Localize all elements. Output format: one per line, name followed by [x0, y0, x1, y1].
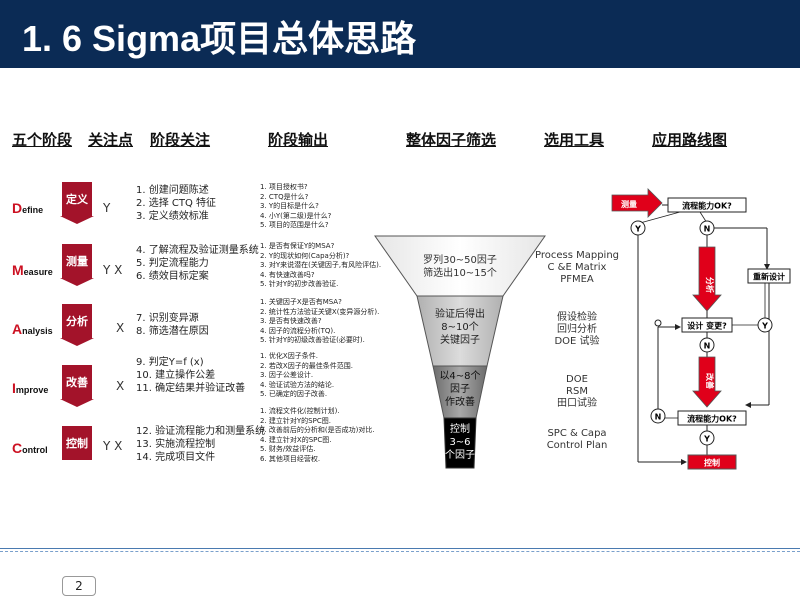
phase-name: Analysis: [12, 321, 53, 337]
analysis-label: 分析: [705, 277, 715, 293]
header-roadmap: 应用路线图: [652, 131, 728, 149]
phase-arrow: [60, 338, 94, 346]
phase-focus-list: 4. 了解流程及验证测量系统 5. 判定流程能力 6. 绩效目标定案: [136, 245, 259, 282]
yes-label-1: Y: [634, 225, 641, 234]
footer-line: [0, 548, 800, 549]
improve-label: 改善: [705, 373, 715, 389]
phase-arrow: [60, 278, 94, 286]
measure-label: 测量: [621, 199, 637, 209]
phase-box-define: 定义: [62, 182, 92, 216]
phase-name: Measure: [12, 262, 53, 278]
header-phase-focus: 阶段关注: [150, 131, 211, 149]
page-title: 1. 6 Sigma项目总体思路: [22, 18, 417, 59]
funnel-level-4: [443, 417, 477, 469]
phase-box-control: 控制: [62, 426, 92, 460]
phase-arrow: [60, 216, 94, 224]
footer-line-dashed: [0, 551, 800, 552]
yes-label-3: Y: [703, 435, 710, 444]
no-label-2: N: [704, 342, 711, 351]
page-number: 2: [62, 576, 96, 596]
phase-box-analysis: 分析: [62, 304, 92, 338]
loop-junction: [654, 319, 662, 327]
phase-focus-list: 12. 验证流程能力和测量系统 13. 实施流程控制 14. 完成项目文件: [136, 426, 266, 463]
phase-focus-list: 1. 创建问题陈述 2. 选择 CTQ 特征 3. 定义绩效标准: [136, 185, 217, 222]
tools-improve: DOE RSM 田口试验: [557, 374, 597, 409]
control-label: 控制: [704, 458, 720, 468]
tools-control: SPC & Capa Control Plan: [546, 428, 608, 451]
phase-name: Control: [12, 440, 48, 456]
factor-funnel: [374, 235, 546, 469]
phase-box-improve: 改善: [62, 365, 92, 399]
tools-measure: Process Mapping C &E Matrix PFMEA: [534, 250, 620, 285]
phase-name: Improve: [12, 380, 49, 396]
yes-label-2: Y: [761, 322, 768, 331]
focus-label: X: [116, 379, 125, 393]
header-factor-screening: 整体因子筛选: [406, 131, 497, 149]
header-five-phases: 五个阶段: [12, 131, 73, 149]
capability-ok-label-2: 流程能力OK?: [687, 414, 737, 424]
phase-output-list: 1. 项目授权书? 2. CTQ是什么? 3. Y的目标是什么? 4. 小Y(第…: [260, 183, 332, 230]
tools-analysis: 假设检验 回归分析 DOE 试验: [554, 312, 600, 347]
roadmap-flowchart: 测量 流程能力OK? Y N 分析 重新设计 设计 变更? Y N 改善 流程能…: [611, 188, 791, 470]
header-tools: 选用工具: [544, 131, 605, 149]
header-focus: 关注点: [88, 131, 134, 149]
redesign-label: 重新设计: [753, 272, 785, 282]
phase-output-list: 1. 是否有保证Y的MSA? 2. Y的现状如何(Capa分析)? 3. 对Y来…: [260, 242, 382, 289]
measure-arrow: [611, 188, 663, 218]
phase-output-list: 1. 关键因子X是否有MSA? 2. 统计性方法验证关键X(变异源分析). 3.…: [260, 298, 380, 345]
funnel-text-4: 控制 3~6 个因子: [445, 424, 475, 461]
focus-label: Y: [103, 201, 111, 215]
focus-label: Y X: [103, 263, 123, 277]
phase-output-list: 1. 优化X因子条件. 2. 若改X因子的最佳条件范围. 3. 因子公差设计. …: [260, 352, 353, 399]
phase-focus-list: 7. 识别变异源 8. 筛选潜在原因: [136, 313, 209, 337]
focus-label: X: [116, 321, 125, 335]
phase-arrow: [60, 399, 94, 407]
no-label-1: N: [704, 225, 711, 234]
funnel-text-2: 验证后得出 8~10个 关键因子: [435, 309, 485, 346]
focus-label: Y X: [103, 439, 123, 453]
funnel-text-3: 以4~8个 因子 作改善: [439, 371, 481, 408]
funnel-text-1: 罗列30~50因子 筛选出10~15个: [423, 255, 497, 279]
capability-ok-label-1: 流程能力OK?: [682, 201, 732, 211]
header-phase-output: 阶段输出: [268, 131, 329, 149]
phase-name: Define: [12, 200, 44, 216]
design-change-label: 设计 变更?: [687, 321, 727, 331]
improve-arrow: [692, 356, 722, 408]
analysis-arrow: [692, 246, 722, 312]
control-box: [687, 454, 737, 470]
no-label-3: N: [655, 413, 662, 422]
phase-output-list: 1. 流程文件化(控制计划). 2. 建立针对Y的SPC图. 3. 改善前后的分…: [260, 407, 375, 463]
phase-box-measure: 测量: [62, 244, 92, 278]
title-bar: [0, 0, 800, 68]
phase-focus-list: 9. 判定Y=f (x) 10. 建立操作公差 11. 确定结果并验证改善: [136, 357, 246, 394]
